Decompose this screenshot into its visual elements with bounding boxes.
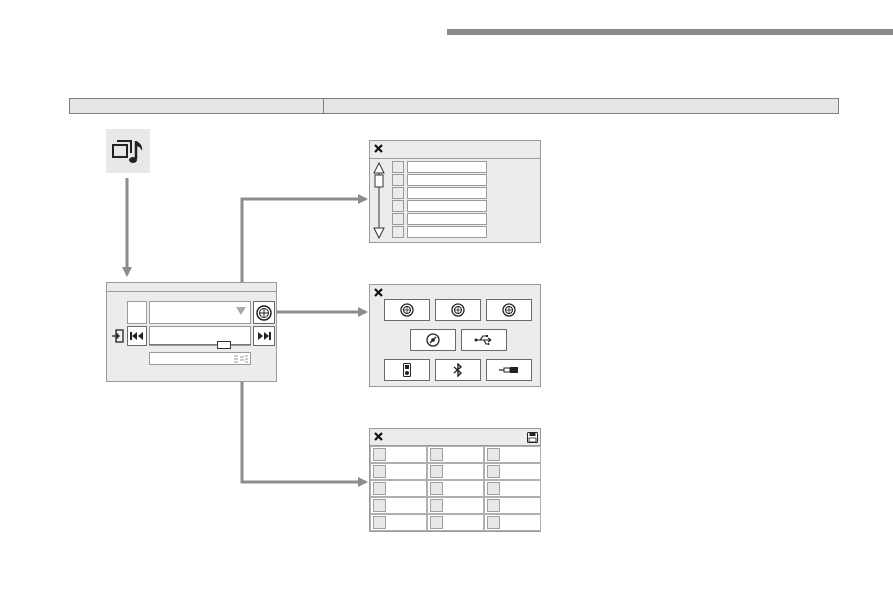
close-icon[interactable]	[374, 288, 383, 297]
list-row-field[interactable]	[407, 200, 487, 212]
close-icon[interactable]	[374, 144, 383, 153]
settings-panel	[369, 428, 541, 532]
usb-source-button[interactable]	[461, 329, 507, 351]
settings-cell-icon	[487, 499, 500, 512]
scrollbar[interactable]	[373, 162, 385, 240]
settings-cell[interactable]	[427, 497, 484, 514]
radio-source-button[interactable]	[253, 301, 275, 324]
equalizer-icon	[234, 355, 248, 363]
previous-track-button[interactable]	[127, 326, 147, 346]
settings-cell[interactable]	[484, 463, 541, 480]
settings-cell[interactable]	[370, 446, 427, 463]
settings-cell[interactable]	[370, 480, 427, 497]
bluetooth-icon	[453, 363, 463, 377]
list-row-field[interactable]	[407, 226, 487, 238]
next-track-icon	[258, 332, 271, 340]
settings-cell[interactable]	[427, 480, 484, 497]
settings-cell-icon	[487, 465, 500, 478]
settings-cell-icon	[373, 499, 386, 512]
aux-source-button[interactable]	[486, 359, 532, 381]
dropdown-arrow-icon	[236, 307, 246, 315]
settings-cell-icon	[430, 516, 443, 529]
settings-cell[interactable]	[427, 446, 484, 463]
top-bar	[447, 29, 893, 35]
player-panel	[106, 282, 277, 382]
settings-title-bar	[370, 429, 540, 446]
cd-icon	[426, 333, 440, 347]
player-title-bar	[107, 283, 276, 292]
settings-cell[interactable]	[427, 514, 484, 531]
ipod-source-button[interactable]	[384, 359, 430, 381]
list-row-field[interactable]	[407, 174, 487, 186]
cd-source-button[interactable]	[410, 329, 456, 351]
header-divider	[323, 98, 324, 114]
settings-cell-icon	[373, 516, 386, 529]
list-row-checkbox[interactable]	[392, 213, 404, 225]
ipod-icon	[403, 363, 411, 377]
list-row-checkbox[interactable]	[392, 174, 404, 186]
close-icon[interactable]	[374, 432, 383, 441]
list-row-field[interactable]	[407, 161, 487, 173]
list-row-checkbox[interactable]	[392, 161, 404, 173]
previous-track-icon	[130, 332, 143, 340]
aux-jack-icon	[499, 367, 518, 373]
list-row-checkbox[interactable]	[392, 200, 404, 212]
settings-cell-icon	[430, 499, 443, 512]
settings-cell[interactable]	[484, 446, 541, 463]
radio-icon	[502, 303, 516, 317]
next-track-button[interactable]	[253, 326, 275, 346]
bluetooth-source-button[interactable]	[435, 359, 481, 381]
settings-cell-icon	[487, 516, 500, 529]
settings-cell[interactable]	[370, 497, 427, 514]
settings-cell-icon	[487, 482, 500, 495]
progress-area	[149, 326, 251, 346]
list-panel	[369, 140, 541, 243]
list-row-checkbox[interactable]	[392, 226, 404, 238]
settings-cell[interactable]	[484, 497, 541, 514]
header-table	[69, 98, 839, 114]
settings-cell[interactable]	[370, 463, 427, 480]
radio-icon	[400, 303, 414, 317]
settings-cell-icon	[430, 448, 443, 461]
list-title-bar	[370, 141, 540, 159]
settings-cell-icon	[430, 465, 443, 478]
settings-cell-icon	[373, 482, 386, 495]
settings-cell-icon	[430, 482, 443, 495]
radio-band-2-button[interactable]	[435, 299, 481, 321]
settings-cell-icon	[373, 465, 386, 478]
settings-cell[interactable]	[427, 463, 484, 480]
radio-icon	[256, 304, 272, 321]
radio-band-3-button[interactable]	[486, 299, 532, 321]
list-row-field[interactable]	[407, 187, 487, 199]
settings-cell[interactable]	[484, 514, 541, 531]
list-row-checkbox[interactable]	[392, 187, 404, 199]
sources-panel	[369, 284, 541, 387]
settings-field[interactable]	[149, 352, 251, 365]
arrow-player-to-settings	[240, 368, 368, 487]
settings-cell[interactable]	[484, 480, 541, 497]
progress-handle[interactable]	[217, 341, 231, 349]
radio-band-1-button[interactable]	[384, 299, 430, 321]
save-icon[interactable]	[527, 432, 538, 443]
track-info-field[interactable]	[149, 301, 251, 324]
media-icon-tile[interactable]	[106, 129, 150, 173]
radio-icon	[451, 303, 465, 317]
usb-icon	[474, 335, 492, 345]
exit-button[interactable]	[112, 328, 124, 347]
source-thumbnail[interactable]	[127, 301, 147, 324]
settings-cell-icon	[373, 448, 386, 461]
arrow-player-to-list	[240, 194, 368, 300]
media-source-icon	[112, 140, 143, 163]
progress-track	[149, 344, 251, 345]
list-row-field[interactable]	[407, 213, 487, 225]
exit-icon	[112, 329, 124, 343]
settings-cell-icon	[487, 448, 500, 461]
settings-cell[interactable]	[370, 514, 427, 531]
